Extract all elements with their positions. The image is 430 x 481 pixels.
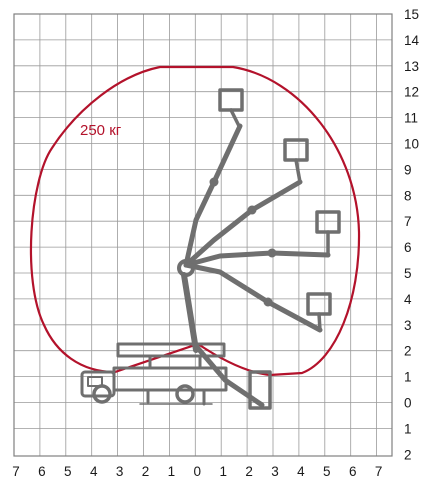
x-axis-labels: 7 6 5 4 3 2 1 0 1 2 3 4 5 6 7 bbox=[12, 464, 382, 479]
grid-border bbox=[13, 13, 393, 457]
x-tick-label: 4 bbox=[90, 464, 98, 479]
y-tick-label: 1 bbox=[404, 421, 412, 436]
y-tick-label: 12 bbox=[404, 85, 419, 100]
boom-position-horizontal bbox=[183, 210, 341, 268]
y-tick-label: 8 bbox=[404, 188, 412, 203]
x-tick-label: 5 bbox=[323, 464, 331, 479]
boom-arm bbox=[183, 123, 243, 268]
boom-joint bbox=[209, 177, 219, 187]
boom-joint bbox=[247, 205, 257, 215]
boom-position-lower bbox=[183, 262, 332, 333]
x-tick-label: 4 bbox=[297, 464, 305, 479]
work-basket bbox=[306, 292, 332, 316]
front-wheel bbox=[92, 384, 112, 404]
x-tick-label: 2 bbox=[245, 464, 253, 479]
work-basket bbox=[218, 88, 244, 112]
y-tick-label: 2 bbox=[404, 447, 412, 462]
boom-arm bbox=[183, 262, 323, 333]
basket-mount bbox=[229, 108, 241, 128]
truck-chassis bbox=[80, 342, 228, 406]
x-tick-label: 0 bbox=[194, 464, 202, 479]
y-tick-label: 3 bbox=[404, 318, 412, 333]
transport-rack bbox=[116, 342, 226, 358]
y-tick-label: 4 bbox=[404, 292, 412, 307]
boom-position-upper bbox=[183, 138, 309, 268]
y-tick-label: 5 bbox=[404, 266, 412, 281]
work-basket bbox=[315, 210, 341, 234]
x-tick-label: 6 bbox=[349, 464, 357, 479]
boom-position-below-ground bbox=[193, 343, 272, 410]
y-tick-label: 7 bbox=[404, 214, 412, 229]
y-tick-label: 11 bbox=[404, 111, 418, 126]
x-tick-label: 1 bbox=[219, 464, 227, 479]
x-tick-label: 2 bbox=[142, 464, 150, 479]
rear-wheel bbox=[175, 384, 195, 404]
y-tick-label: 0 bbox=[404, 396, 412, 411]
x-tick-label: 6 bbox=[38, 464, 46, 479]
work-basket bbox=[283, 138, 309, 162]
basket-mount bbox=[317, 312, 322, 332]
y-tick-label: 9 bbox=[404, 162, 412, 177]
load-capacity-label: 250 кг bbox=[80, 122, 122, 139]
truck-body bbox=[112, 366, 228, 392]
working-envelope-250kg bbox=[29, 65, 361, 377]
boom-arm bbox=[183, 179, 303, 268]
y-tick-label: 1 bbox=[404, 370, 412, 385]
boom-arm bbox=[183, 250, 331, 268]
x-tick-label: 7 bbox=[12, 464, 20, 479]
x-tick-label: 1 bbox=[168, 464, 176, 479]
boom-arm bbox=[193, 343, 265, 408]
y-tick-label: 10 bbox=[404, 137, 419, 152]
turret-column bbox=[181, 272, 199, 353]
y-tick-label: 13 bbox=[404, 59, 419, 74]
y-tick-label: 6 bbox=[404, 240, 412, 255]
y-tick-label: 2 bbox=[404, 344, 412, 359]
work-basket bbox=[248, 370, 272, 410]
cab-window bbox=[87, 376, 103, 387]
x-tick-label: 3 bbox=[116, 464, 124, 479]
boom-position-vertical bbox=[183, 88, 244, 268]
x-tick-label: 3 bbox=[271, 464, 279, 479]
y-tick-label: 14 bbox=[404, 33, 420, 48]
aerial-platform-truck bbox=[80, 88, 341, 410]
x-tick-label: 5 bbox=[64, 464, 72, 479]
boom-joint bbox=[267, 248, 277, 258]
boom-joint bbox=[263, 297, 273, 307]
x-tick-label: 7 bbox=[375, 464, 383, 479]
basket-mount bbox=[294, 158, 302, 184]
y-tick-label: 15 bbox=[404, 7, 419, 22]
